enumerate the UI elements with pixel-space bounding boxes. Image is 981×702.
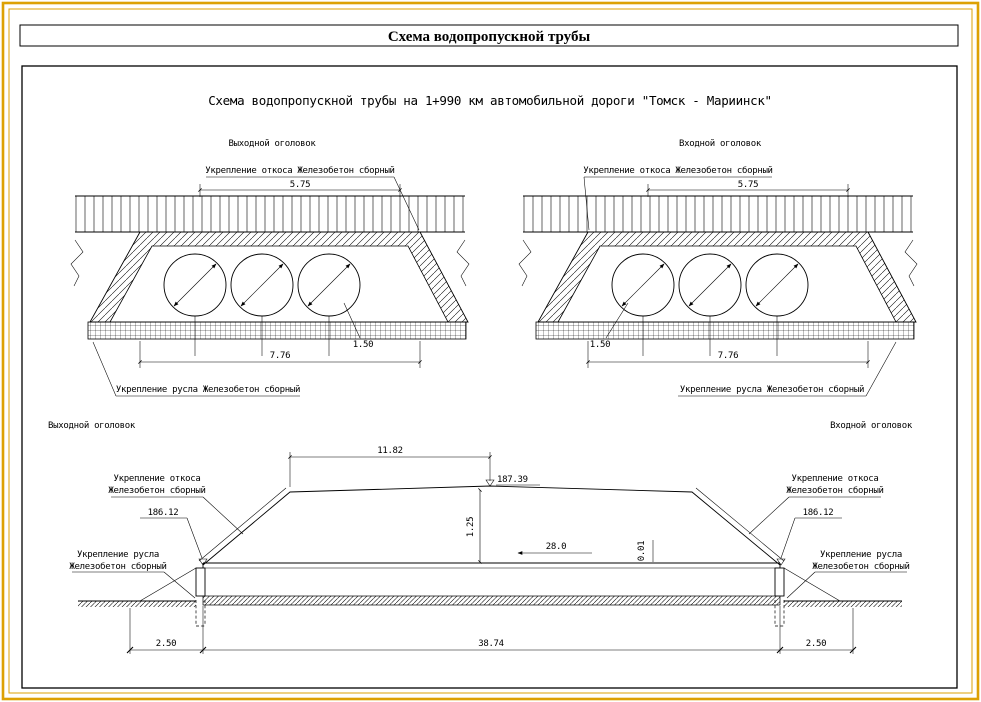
profile-dim-apron-right: 2.50 [806, 639, 826, 649]
profile-left-slope-note: Укрепление откоса Железобетон сборный [108, 474, 244, 535]
svg-text:Железобетон сборный: Железобетон сборный [786, 485, 883, 496]
pipe-foundation [202, 595, 781, 606]
profile-left-bed-note: Укрепление русла Железобетон сборный [69, 550, 196, 599]
profile-dim-flow: 28.0 [546, 542, 566, 552]
profile-dim-length: 38.74 [478, 639, 504, 649]
profile-dim-apron-left: 2.50 [156, 639, 176, 649]
outlet-headwall-view: Выходной оголовок Укрепление откоса Желе… [71, 139, 469, 397]
profile-dim-crest-width: 11.82 [377, 446, 403, 456]
inlet-headwall-view: Входной оголовок Укрепление откоса Желез… [519, 139, 917, 397]
profile-elev-right: 186.12 [803, 508, 834, 518]
outlet-dim-top: 5.75 [290, 180, 310, 190]
embankment-outline [202, 485, 781, 566]
outlet-dim-pipe: 1.50 [353, 340, 373, 350]
profile-inlet-label: Входной оголовок [830, 421, 913, 431]
profile-right-slope-note: Укрепление откоса Железобетон сборный [748, 474, 884, 535]
inlet-dim-pipe: 1.50 [590, 340, 610, 350]
profile-view: Выходной оголовок Входной оголовок 187.3… [48, 421, 913, 654]
svg-text:Укрепление откоса: Укрепление откоса [791, 474, 878, 484]
inlet-bed-note: Укрепление русла Железобетон сборный [680, 384, 864, 395]
sheet-title: Схема водопропускной трубы [388, 29, 591, 45]
outlet-dim-bottom: 7.76 [270, 351, 290, 361]
profile-right-bed-note: Укрепление русла Железобетон сборный [786, 550, 910, 599]
profile-elev-crest: 187.39 [497, 475, 528, 485]
profile-dim-height: 1.25 [466, 517, 476, 537]
svg-text:Железобетон сборный: Железобетон сборный [812, 561, 909, 572]
inlet-dim-top: 5.75 [738, 180, 758, 190]
sheet-title-bar: Схема водопропускной трубы [19, 24, 959, 47]
svg-text:Железобетон сборный: Железобетон сборный [69, 561, 166, 572]
inner-border [8, 8, 973, 694]
inlet-headwall-section [774, 567, 785, 597]
drawing-title: Схема водопропускной трубы на 1+990 км а… [208, 93, 772, 108]
profile-elev-left: 186.12 [148, 508, 179, 518]
outlet-slope-note: Укрепление откоса Железобетон сборный [205, 165, 394, 176]
svg-text:Укрепление откоса: Укрепление откоса [113, 474, 200, 484]
outlet-view-label: Выходной оголовок [228, 139, 316, 149]
profile-slope-value: 0.01 [637, 541, 647, 561]
svg-text:Укрепление русла: Укрепление русла [820, 550, 902, 560]
inlet-slope-note: Укрепление откоса Железобетон сборный [583, 165, 772, 176]
outlet-headwall-section [195, 567, 206, 597]
svg-text:Укрепление русла: Укрепление русла [77, 550, 159, 560]
inlet-dim-bottom: 7.76 [718, 351, 738, 361]
outlet-bed-note: Укрепление русла Железобетон сборный [116, 384, 300, 395]
profile-outlet-label: Выходной оголовок [48, 421, 136, 431]
drawing-frame [21, 65, 958, 689]
inlet-view-label: Входной оголовок [679, 139, 762, 149]
svg-text:Железобетон сборный: Железобетон сборный [108, 485, 205, 496]
